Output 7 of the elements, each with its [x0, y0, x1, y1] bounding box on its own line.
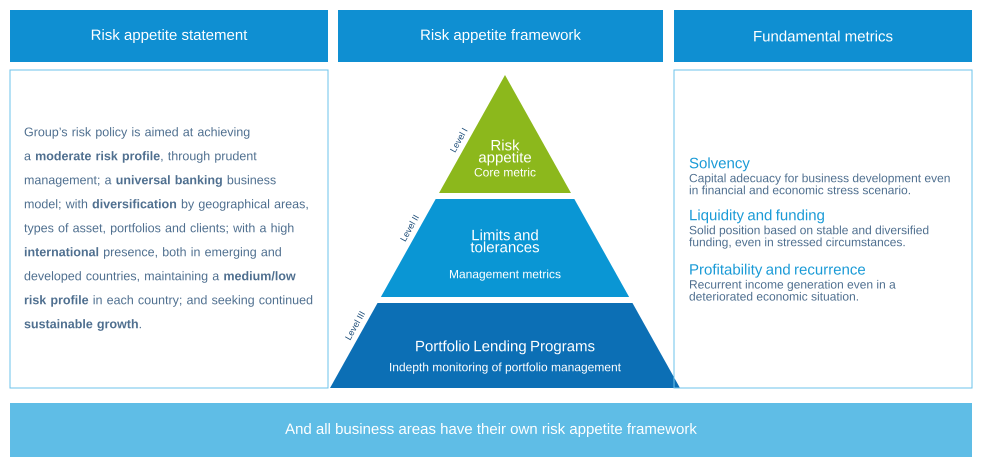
- banner-bar: And all business areas have their own risk appetite framework: [10, 403, 972, 457]
- header-bar: Risk appetite statement: [10, 10, 328, 62]
- text-panel: Group’s risk policy is aimed at achieving a moderate risk profile, through prudent management; a universal banking business model; with diversification by geographical areas, types of asset, portfolios and clients; with a high international presence, both in emerging and developed countries, maintaining a medium/low risk profile in each country; and seeking continued sustainable growth.: [10, 70, 328, 388]
- header-bar: Fundamental metrics: [674, 10, 972, 62]
- level-label: Level I: [450, 128, 468, 152]
- header-bar: Risk appetite framework: [338, 10, 663, 62]
- text-panel: Solvency Capital adecuacy for business development even in financial and economic stress scenario. Liquidity and funding Solid position based on stable and diversified funding, even in stressed circumstances. Profitability and recurrence Recurrent income generation even in a deteriorated economic situation.: [674, 70, 972, 388]
